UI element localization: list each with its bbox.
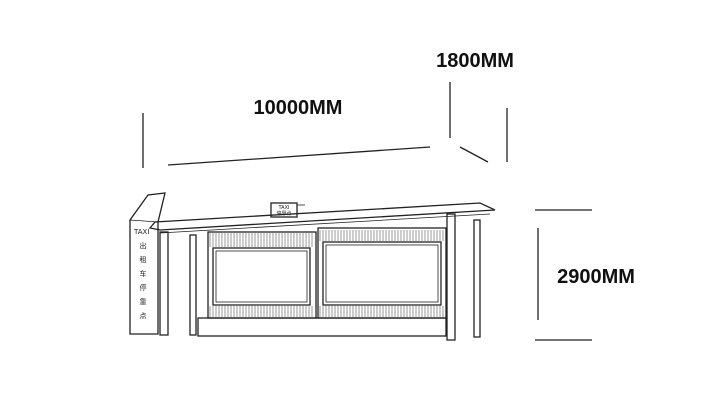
kiosk-char: 车 <box>140 269 147 278</box>
corrugated-bands <box>209 230 444 317</box>
kiosk-char: 出 <box>140 241 147 250</box>
roof-sign-chinese-text: 停靠点 <box>276 210 291 217</box>
kiosk-char: 靠 <box>140 297 147 306</box>
shelter-structure: TAXI 出 租 车 停 靠 点 TAXI 停靠点 <box>129 192 496 341</box>
post <box>189 234 197 336</box>
advert-panel-right <box>317 227 447 319</box>
length-label: 10000MM <box>254 97 343 119</box>
kiosk-char: 租 <box>140 256 147 264</box>
taxi-kiosk-sign: TAXI 出 租 车 停 靠 点 <box>129 192 166 335</box>
base-plinth <box>197 317 447 337</box>
post <box>446 213 456 341</box>
depth-dimension-line <box>459 146 489 163</box>
height-label: 2900MM <box>557 266 635 288</box>
roof-sign-taxi-text: TAXI <box>278 205 290 211</box>
roof-taxi-sign: TAXI 停靠点 <box>270 202 305 218</box>
post <box>473 219 481 338</box>
roof-fascia <box>159 213 491 234</box>
kiosk-char: 点 <box>140 312 147 320</box>
length-dimension-line <box>167 146 431 166</box>
depth-label: 1800MM <box>436 50 514 72</box>
kiosk-char: 停 <box>140 283 147 292</box>
post <box>159 231 169 336</box>
kiosk-taxi-text: TAXI <box>133 228 149 236</box>
dimension-lines <box>142 82 592 341</box>
